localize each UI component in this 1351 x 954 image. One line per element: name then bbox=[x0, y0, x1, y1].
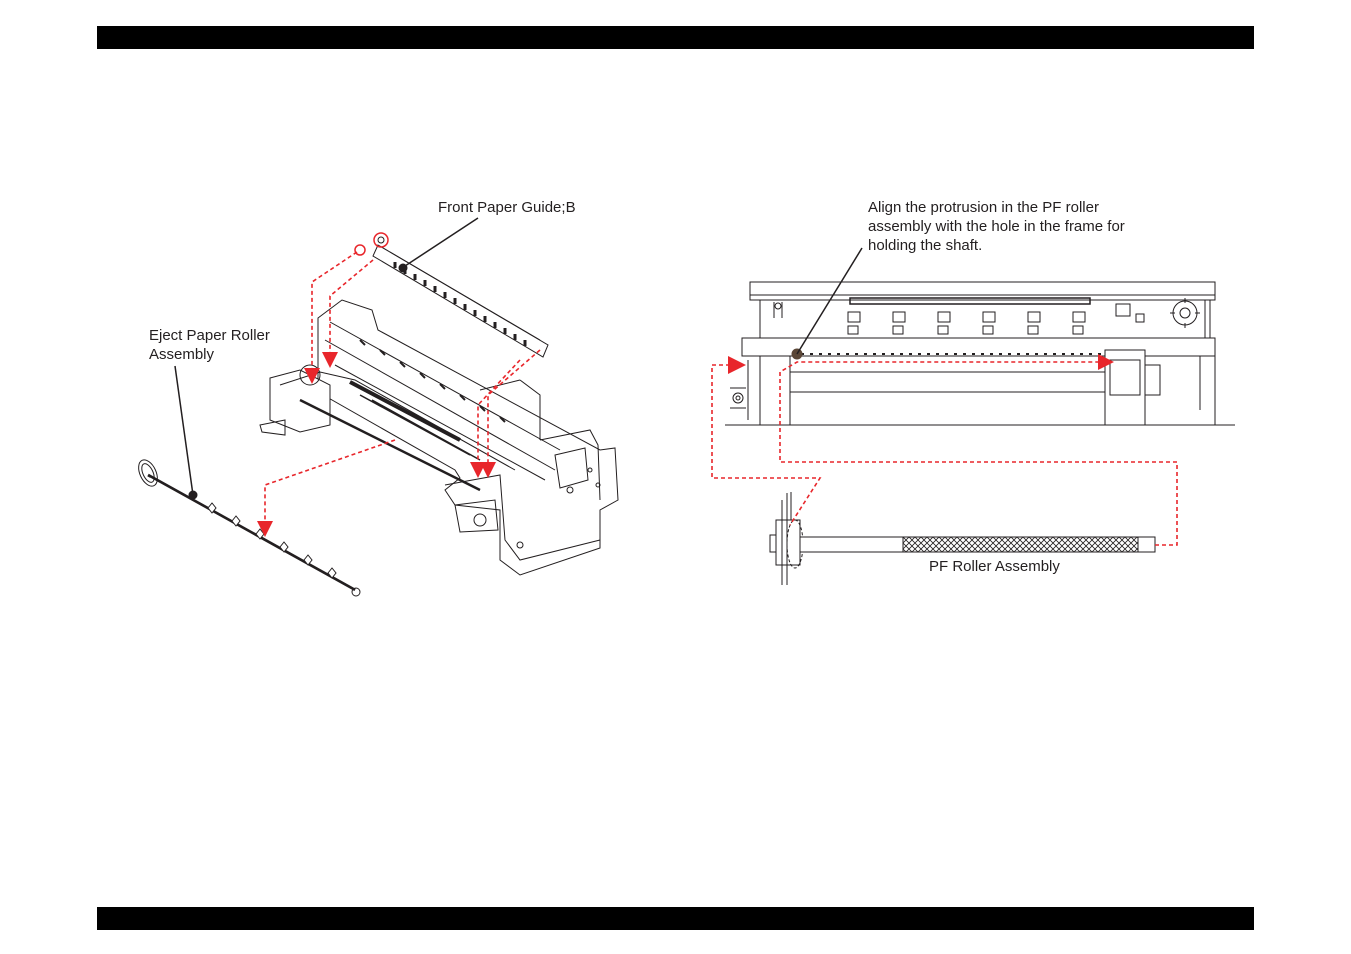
right-frame-illustration bbox=[725, 247, 1235, 426]
left-assembly-illustration bbox=[138, 217, 619, 597]
align-note-label: Align the protrusion in the PF roller as… bbox=[868, 199, 1125, 254]
left-install-guides bbox=[264, 251, 541, 525]
front-paper-guide-leader bbox=[404, 217, 479, 267]
pf-roller-label: PF Roller Assembly bbox=[929, 558, 1060, 575]
pf-roller-part bbox=[769, 492, 1156, 585]
footer-bar bbox=[97, 907, 1254, 930]
eject-roller-leader bbox=[174, 365, 194, 496]
right-install-arrows bbox=[728, 354, 1114, 374]
gear-wheel bbox=[1170, 298, 1200, 328]
printer-frame-part bbox=[259, 299, 619, 576]
eject-roller-part bbox=[138, 459, 361, 597]
frame-slots bbox=[847, 303, 1145, 335]
right-install-guides bbox=[711, 361, 1178, 546]
align-note-leader bbox=[796, 247, 863, 355]
left-install-arrows bbox=[257, 352, 496, 537]
front-paper-guide-part bbox=[354, 232, 549, 358]
eject-roller-label: Eject Paper Roller Assembly bbox=[149, 327, 270, 363]
header-bar bbox=[97, 26, 1254, 49]
front-paper-guide-label: Front Paper Guide;B bbox=[438, 199, 576, 216]
